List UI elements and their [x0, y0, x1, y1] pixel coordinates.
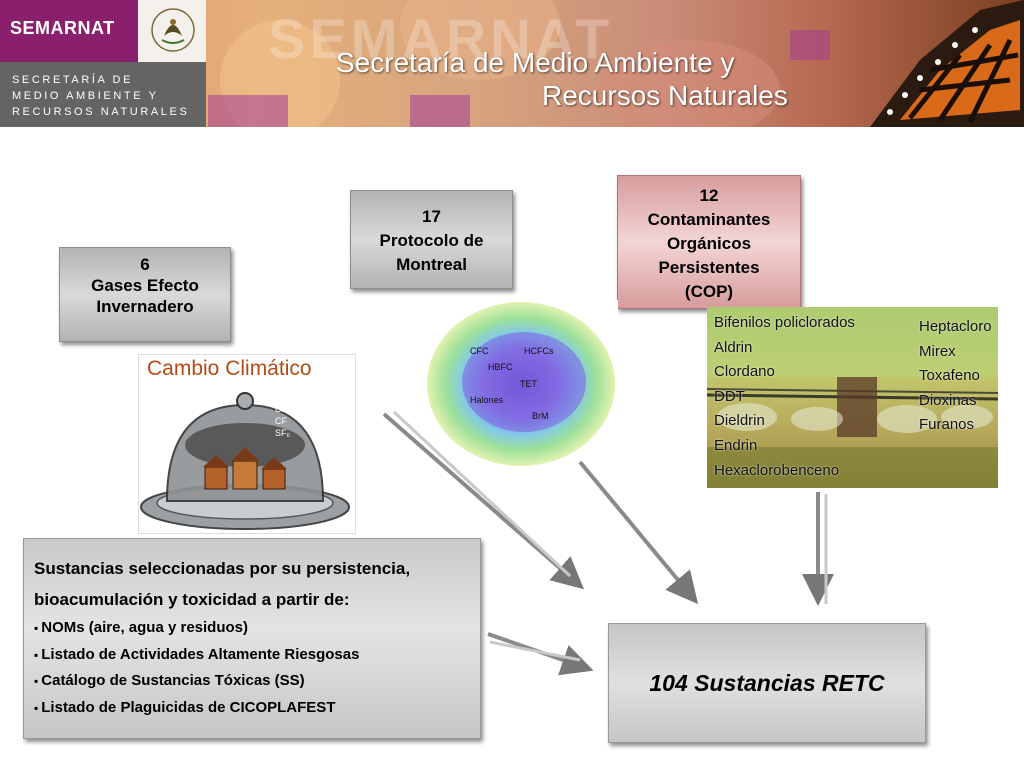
ministry-title: Secretaría de Medio Ambiente y Recursos …: [336, 46, 788, 112]
cop-label: (COP): [684, 282, 734, 301]
gas-label: CF: [275, 416, 287, 426]
retc-result-box: 104 Sustancias RETC: [608, 623, 926, 743]
banner-stripe: [790, 30, 830, 60]
brand-subtitle-line: RECURSOS NATURALES: [12, 106, 190, 118]
bullet-icon: ▪: [34, 674, 39, 688]
cop-substance: Dioxinas: [919, 391, 977, 409]
criteria-item-text: Catálogo de Sustancias Tóxicas (SS): [41, 672, 305, 689]
cop-substance: Endrin: [714, 436, 758, 454]
banner-stripe: [208, 95, 288, 127]
climate-image-title: Cambio Climático: [147, 357, 312, 380]
ghg-label: Invernadero: [96, 297, 194, 316]
montreal-label: Protocolo de: [379, 231, 484, 250]
montreal-box: 17 Protocolo de Montreal: [350, 190, 513, 289]
montreal-label: Montreal: [396, 255, 467, 274]
ministry-title-line: Recursos Naturales: [542, 80, 788, 111]
brand-name: SEMARNAT: [10, 18, 115, 38]
brand-subtitle-block: [0, 62, 206, 127]
ghg-box: 6 Gases Efecto Invernadero: [59, 247, 231, 342]
criteria-item: ▪NOMs (aire, agua y residuos): [34, 615, 480, 642]
bullet-icon: ▪: [34, 700, 39, 715]
ghg-label: Gases Efecto: [91, 276, 199, 295]
cop-substance: Clordano: [714, 363, 775, 381]
climate-labels-right: CH₄ CF SF₆: [275, 403, 292, 439]
ozone-label: CFC: [470, 346, 489, 356]
climate-labels-left: CO₂ N₂O HFC: [161, 403, 180, 439]
national-seal-icon: [151, 8, 195, 52]
butterfly-icon: [870, 0, 1024, 127]
criteria-item-text: NOMs (aire, agua y residuos): [41, 619, 248, 636]
cop-substance: Furanos: [919, 416, 975, 434]
arrow-criteria: [487, 632, 594, 676]
criteria-item-text: Listado de Actividades Altamente Riesgos…: [41, 645, 360, 663]
sprayer-illustration: [707, 307, 998, 488]
bullet-icon: ▪: [34, 621, 39, 635]
cop-substance: Toxafeno: [919, 367, 980, 385]
cop-substance: Bifenilos policlorados: [714, 314, 855, 331]
cop-box: 12 Contaminantes Orgánicos Persistentes …: [617, 175, 801, 309]
cop-substance: Mirex: [919, 342, 956, 360]
brand-subtitle-line: MEDIO AMBIENTE Y: [12, 90, 159, 102]
cop-list-left: Bifenilos policlorados Aldrin Clordano D…: [714, 311, 855, 483]
ozone-label: HCFCs: [524, 346, 554, 356]
brand-subtitle-line: SECRETARÍA DE: [12, 74, 134, 86]
ghg-count: 6: [140, 255, 150, 274]
cop-list-right: Heptacloro Mirex Toxafeno Dioxinas Furan…: [919, 315, 992, 438]
cop-substance: Dieldrin: [714, 412, 765, 430]
gas-label: HFC: [161, 428, 180, 438]
criteria-item: ▪Listado de Plaguicidas de CICOPLAFEST: [34, 695, 480, 722]
banner-watermark: SEMARNAT: [268, 7, 614, 70]
criteria-item: ▪Listado de Actividades Altamente Riesgo…: [34, 642, 480, 669]
cop-label: Contaminantes: [647, 210, 771, 229]
banner-stripe: [410, 95, 470, 127]
cop-substance: DDT: [714, 387, 745, 405]
ministry-title-line: Secretaría de Medio Ambiente y: [336, 47, 735, 78]
brand-block: [0, 0, 138, 62]
criteria-lead: Sustancias seleccionadas por su persiste…: [34, 553, 480, 615]
climate-change-image: Cambio Climático CO₂ N₂O HFC CH₄ CF SF₆: [138, 354, 356, 534]
ozone-hole-image: CFC HCFCs HBFC TET Halones BrM: [424, 300, 618, 468]
ozone-label: Halones: [470, 395, 504, 405]
cop-label: Persistentes: [658, 258, 760, 277]
cop-count: 12: [699, 186, 719, 205]
ozone-label: HBFC: [488, 362, 513, 372]
cop-substance: Heptacloro: [919, 318, 992, 335]
gas-label: N₂O: [161, 416, 178, 426]
criteria-lead-line: Sustancias seleccionadas por su persiste…: [34, 559, 411, 578]
bullet-icon: ▪: [34, 647, 39, 662]
gas-label: CO₂: [161, 404, 178, 414]
criteria-item-text: Listado de Plaguicidas de CICOPLAFEST: [41, 698, 336, 716]
retc-result-text: 104 Sustancias RETC: [649, 669, 885, 696]
montreal-count: 17: [422, 207, 441, 226]
ozone-label: TET: [520, 379, 537, 389]
criteria-list: ▪NOMs (aire, agua y residuos) ▪Listado d…: [34, 615, 480, 721]
criteria-lead-line: bioacumulación y toxicidad a partir de:: [34, 590, 350, 609]
ozone-label: BrM: [532, 411, 549, 421]
banner-flower: [600, 40, 780, 127]
gas-label: SF₆: [275, 428, 291, 438]
gas-label: CH₄: [275, 404, 292, 414]
criteria-item: ▪Catálogo de Sustancias Tóxicas (SS): [34, 668, 480, 695]
criteria-box: Sustancias seleccionadas por su persiste…: [23, 538, 481, 739]
cop-field-image: Bifenilos policlorados Aldrin Clordano D…: [707, 307, 998, 488]
header-banner: SEMARNAT Secretaría de Medio Ambiente y …: [0, 0, 1024, 127]
cop-substance: Hexaclorobenceno: [714, 461, 840, 479]
cop-substance: Aldrin: [714, 338, 753, 356]
brand-subtitle: SECRETARÍA DE MEDIO AMBIENTE Y RECURSOS …: [12, 72, 189, 120]
cop-label: Orgánicos: [666, 234, 752, 253]
arrow-ozone: [578, 460, 699, 605]
glass-dome-illustration: [140, 392, 350, 530]
